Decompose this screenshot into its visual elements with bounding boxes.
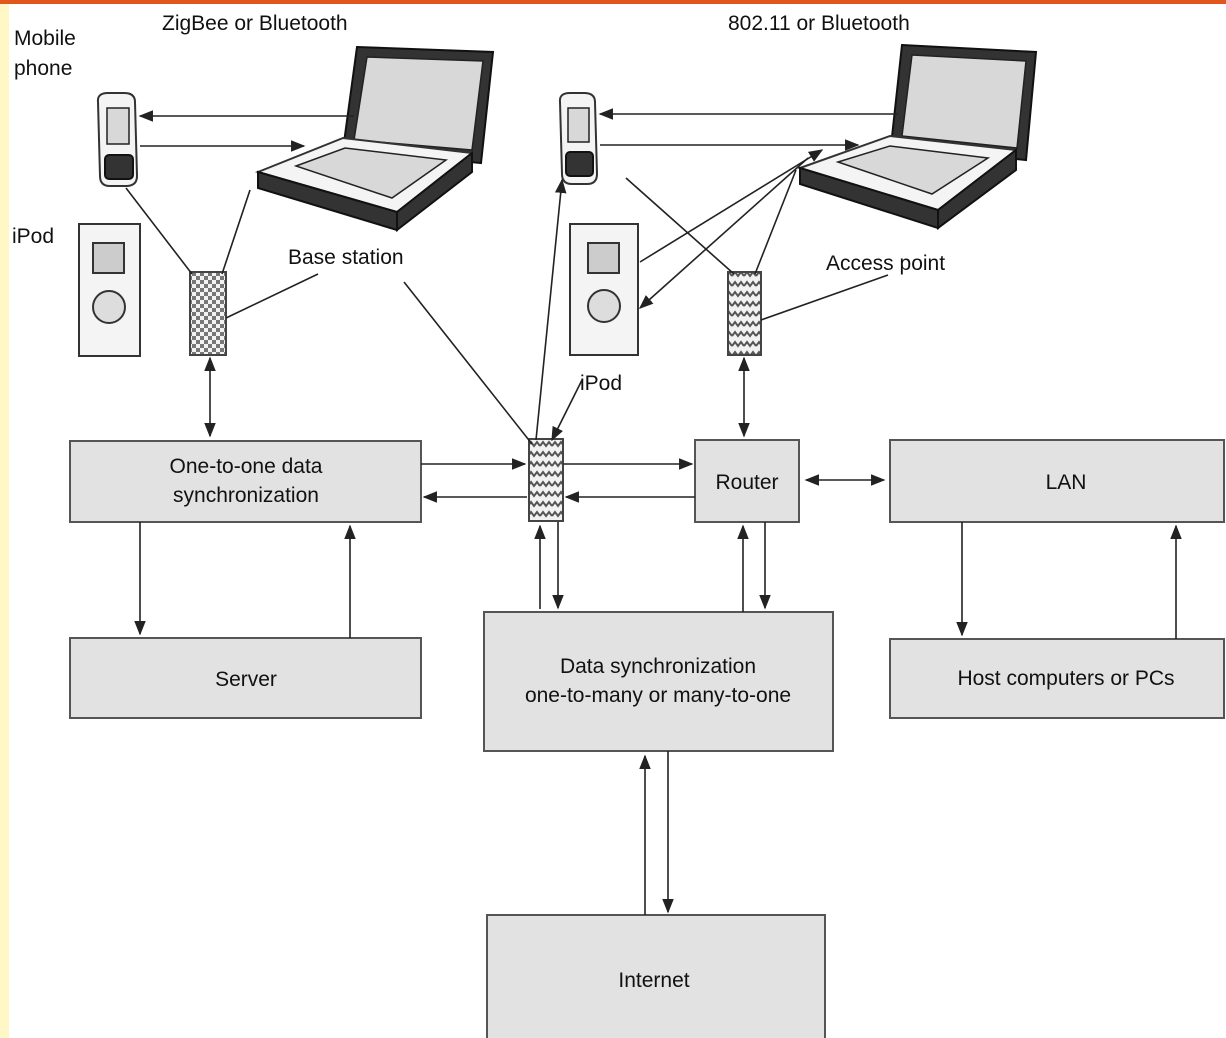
center-base-station-icon xyxy=(528,438,564,522)
one-to-one-sync-box: One-to-one data synchronization xyxy=(69,440,422,523)
data-sync-label: Data synchronization xyxy=(560,655,756,678)
laptop-icon xyxy=(254,45,495,233)
mobile-phone-icon xyxy=(96,92,139,187)
server-box: Server xyxy=(69,637,422,719)
server-label: Server xyxy=(215,668,277,691)
host-computers-box: Host computers or PCs xyxy=(889,638,1225,719)
top-accent-band xyxy=(0,0,1226,4)
lan-box: LAN xyxy=(889,439,1225,523)
ipod-right-label: iPod xyxy=(580,372,622,395)
one-to-one-sync-label: One-to-one data xyxy=(170,455,323,478)
data-sync-box: Data synchronization one-to-many or many… xyxy=(483,611,834,752)
mobile-phone-label: Mobile xyxy=(14,27,76,50)
wifi-label: 802.11 or Bluetooth xyxy=(728,12,910,35)
base-station-label: Base station xyxy=(288,246,404,269)
internet-label: Internet xyxy=(618,969,689,992)
router-box: Router xyxy=(694,439,800,523)
mobile-phone-icon-right xyxy=(558,92,599,185)
data-sync-label-2: one-to-many or many-to-one xyxy=(525,684,791,707)
mobile-phone-label-2: phone xyxy=(14,57,72,80)
ipod-left-label: iPod xyxy=(12,225,54,248)
zigbee-label: ZigBee or Bluetooth xyxy=(162,12,348,35)
laptop-icon-right xyxy=(796,43,1038,230)
one-to-one-sync-label-2: synchronization xyxy=(173,484,319,507)
left-accent-band xyxy=(0,4,9,1038)
ipod-icon-right xyxy=(569,223,639,356)
internet-box: Internet xyxy=(486,914,826,1038)
router-label: Router xyxy=(715,471,778,494)
ipod-icon xyxy=(78,223,141,357)
lan-label: LAN xyxy=(1046,471,1087,494)
host-computers-label: Host computers or PCs xyxy=(957,667,1174,690)
access-point-label: Access point xyxy=(826,252,945,275)
access-point-icon xyxy=(727,271,762,356)
base-station-icon xyxy=(189,271,227,356)
